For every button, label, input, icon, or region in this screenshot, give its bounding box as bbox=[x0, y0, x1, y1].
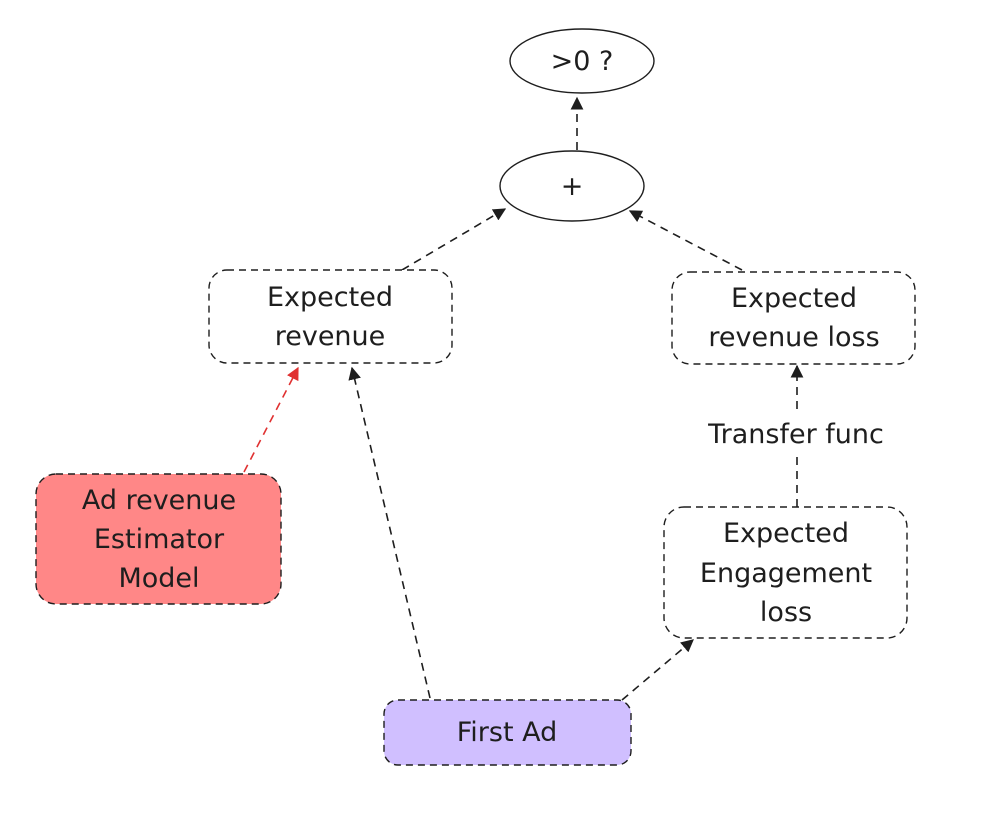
node-expected-revenue-loss-shape bbox=[671, 271, 916, 365]
node-expected-engagement-loss-label-line-3: loss bbox=[760, 597, 812, 628]
node-threshold-label: >0 ? bbox=[551, 46, 614, 77]
edge-label-transfer-func: Transfer func bbox=[707, 419, 884, 450]
node-expected-revenue-label-line-2: revenue bbox=[275, 321, 386, 352]
node-ad-revenue-estimator-label-line-2: Estimator bbox=[94, 524, 225, 555]
node-expected-engagement-loss-shape bbox=[663, 506, 908, 639]
node-expected-revenue-label-line-1: Expected bbox=[267, 282, 393, 313]
node-expected-revenue-loss[interactable]: Expected revenue loss bbox=[671, 271, 916, 365]
node-threshold[interactable]: >0 ? bbox=[509, 28, 655, 94]
edge-estimator-to-expected-revenue bbox=[243, 366, 299, 473]
node-ad-revenue-estimator-shape bbox=[35, 473, 282, 605]
node-ad-revenue-estimator[interactable]: Ad revenue Estimator Model bbox=[35, 473, 282, 605]
edge-label-background bbox=[682, 412, 910, 456]
node-sum-label: + bbox=[561, 171, 584, 202]
node-sum-shape bbox=[499, 150, 645, 222]
node-threshold-shape bbox=[509, 28, 655, 94]
node-sum[interactable]: + bbox=[499, 150, 645, 222]
edge-expected-revenue-loss-to-sum bbox=[628, 210, 743, 271]
node-ad-revenue-estimator-label-line-1: Ad revenue bbox=[82, 485, 236, 516]
node-expected-engagement-loss[interactable]: Expected Engagement loss bbox=[663, 506, 908, 639]
edge-expected-revenue-to-sum bbox=[401, 208, 507, 271]
edge-first-ad-to-engagement-loss bbox=[621, 639, 694, 701]
node-ad-revenue-estimator-label-line-3: Model bbox=[118, 563, 199, 594]
node-first-ad-shape bbox=[383, 699, 632, 766]
node-first-ad[interactable]: First Ad bbox=[383, 699, 632, 766]
node-expected-revenue-loss-label-line-2: revenue loss bbox=[708, 322, 879, 353]
node-expected-revenue-shape bbox=[208, 269, 453, 364]
node-expected-revenue-loss-label-line-1: Expected bbox=[731, 283, 857, 314]
node-expected-engagement-loss-label-line-2: Engagement bbox=[700, 558, 872, 589]
node-first-ad-label: First Ad bbox=[457, 717, 558, 748]
node-expected-revenue[interactable]: Expected revenue bbox=[208, 269, 453, 364]
edge-first-ad-to-expected-revenue bbox=[348, 366, 431, 699]
node-expected-engagement-loss-label-line-1: Expected bbox=[723, 518, 849, 549]
